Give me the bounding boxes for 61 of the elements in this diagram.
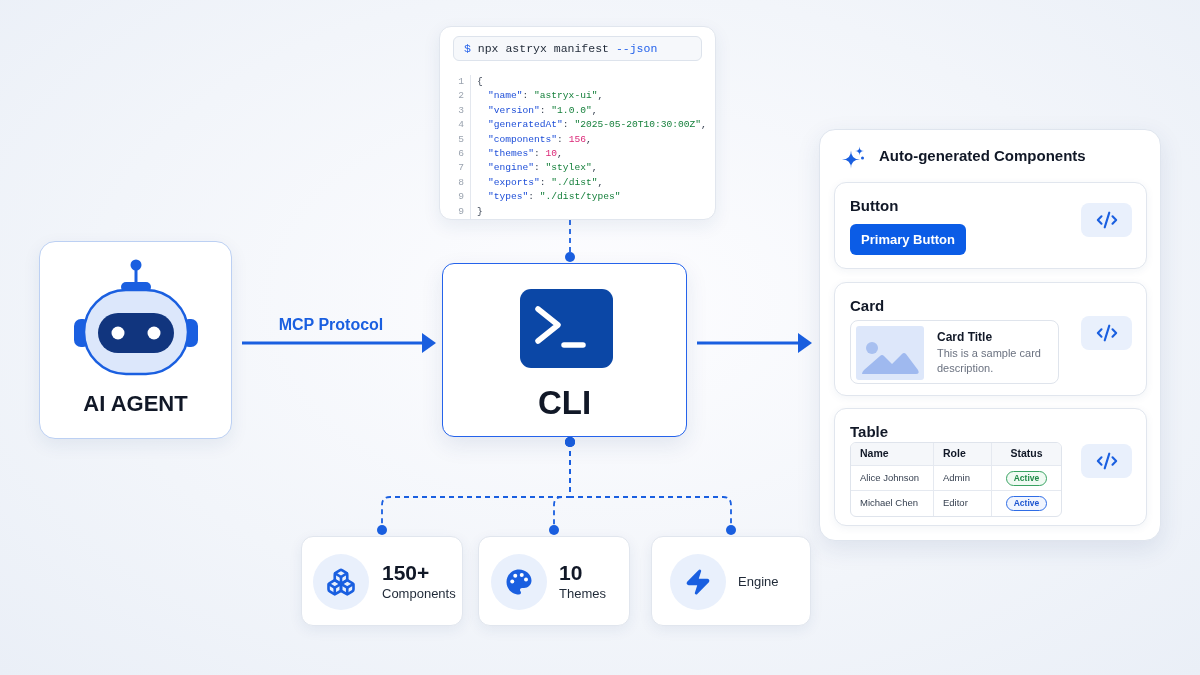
code-line: "components": 156,	[488, 132, 592, 147]
card-description: This is a sample card description.	[937, 346, 1042, 376]
preview-card	[850, 320, 1059, 384]
stat-caption: Engine	[738, 572, 779, 590]
table-cell: Alice Johnson	[851, 466, 934, 491]
column-header: Role	[934, 443, 992, 466]
stat-value: 10	[559, 560, 584, 585]
code-line: "exports": "./dist",	[488, 175, 604, 190]
code-line: {	[477, 75, 483, 89]
code-line: "generatedAt": "2025-05-20T10:30:00Z",	[488, 118, 707, 133]
stat-card	[478, 536, 630, 626]
primary-button: Primary Button	[850, 224, 966, 255]
line-number: 9	[457, 204, 464, 219]
status-badge: Active	[1005, 496, 1048, 511]
node-label: CLI	[537, 383, 592, 423]
card-heading: Table	[850, 422, 889, 442]
code-line: "version": "1.0.0",	[488, 103, 598, 118]
line-number: 8	[457, 175, 464, 190]
line-number: 4	[457, 118, 464, 133]
stat-card	[301, 536, 463, 626]
code-card	[439, 26, 716, 220]
code-line: "themes": 10,	[488, 147, 563, 161]
line-number: 1	[457, 75, 464, 89]
stat-card	[651, 536, 811, 626]
component-card	[834, 182, 1147, 269]
table-cell: Admin	[934, 466, 992, 491]
agent-card	[39, 241, 232, 439]
component-card	[834, 282, 1147, 396]
node-label: AI AGENT	[83, 390, 188, 418]
dashed-connector	[565, 437, 736, 535]
card-title: Card Title	[937, 329, 993, 345]
line-number: 3	[457, 103, 464, 118]
code-line: "types": "./dist/types"	[488, 190, 621, 205]
stat-caption: Components	[382, 585, 456, 602]
line-number: 9	[457, 190, 464, 205]
stat-caption: Themes	[559, 585, 606, 602]
edge-label: MCP Protocol	[278, 315, 384, 335]
table-cell: Editor	[934, 491, 992, 516]
panel-title: Auto-generated Components	[879, 146, 1086, 166]
column-header: Status	[992, 443, 1061, 466]
components-panel	[819, 129, 1161, 541]
cli-card	[442, 263, 687, 437]
code-line: }	[477, 204, 483, 219]
column-header: Name	[851, 443, 934, 466]
card-heading: Card	[850, 296, 885, 316]
arrow	[697, 333, 812, 353]
table-cell: Michael Chen	[851, 491, 934, 516]
line-number: 2	[457, 89, 464, 104]
command-text: $ npx astryx manifest --json	[464, 40, 658, 57]
line-number: 6	[457, 147, 464, 161]
dashed-connector	[565, 219, 575, 262]
status-badge: Active	[1005, 470, 1048, 486]
component-card	[834, 408, 1147, 526]
command-bar	[453, 36, 702, 61]
line-number: 5	[457, 132, 464, 147]
stat-value: 150+	[382, 560, 431, 585]
card-heading: Button	[850, 196, 899, 216]
code-line: "name": "astryx-ui",	[488, 89, 604, 104]
code-line: "engine": "stylex",	[488, 161, 598, 176]
line-number: 7	[457, 161, 464, 176]
arrow	[242, 333, 436, 353]
